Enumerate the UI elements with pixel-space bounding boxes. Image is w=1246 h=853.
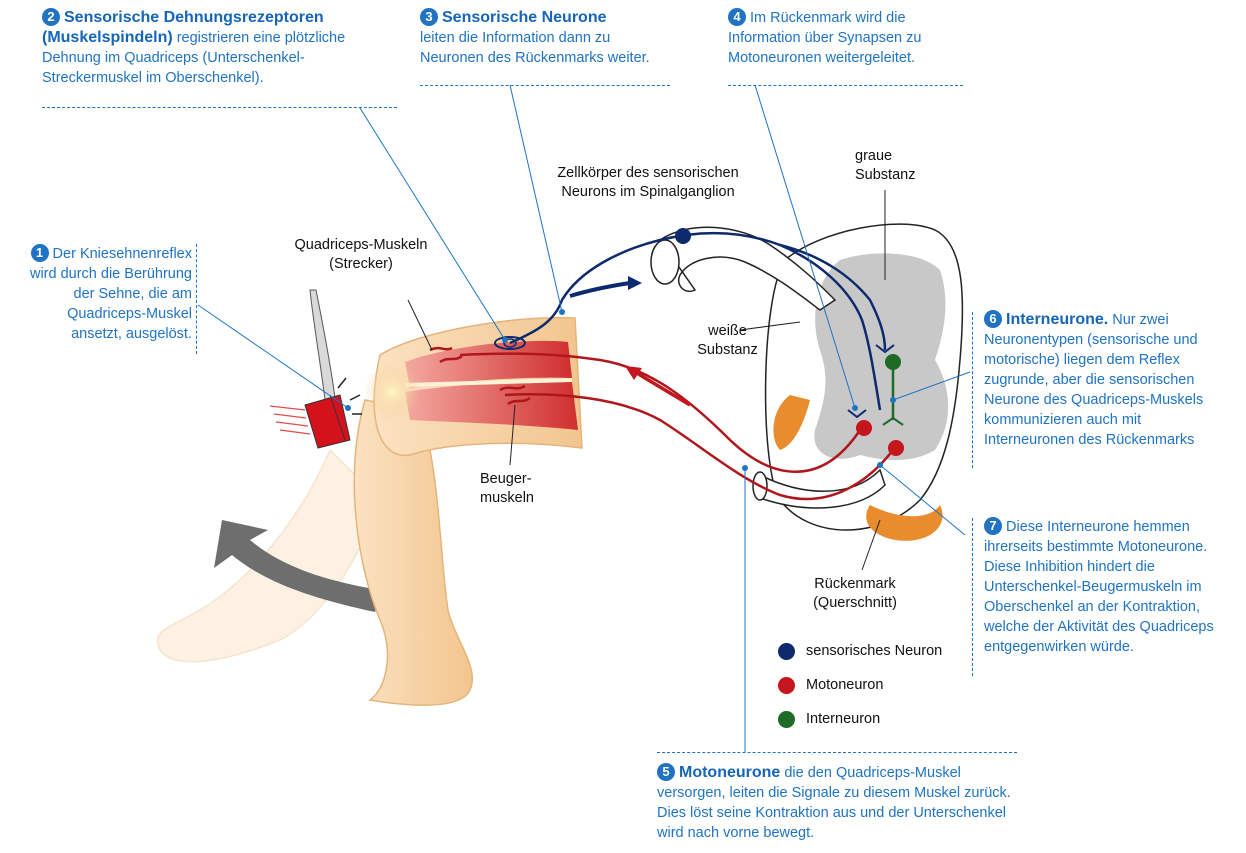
- callout-6-text: Nur zwei Neuronentypen (sensorische und …: [984, 312, 1203, 448]
- legend-label-motor: Motoneuron: [806, 677, 883, 693]
- label-weisse-substanz: weiße Substanz: [690, 322, 765, 360]
- motor-arrow: [635, 372, 690, 405]
- callout-number-7: 7: [984, 517, 1002, 535]
- label-beuger: Beuger-muskeln: [480, 470, 560, 508]
- legend-label-inter: Interneuron: [806, 711, 880, 727]
- callout-number-1: 1: [31, 244, 49, 262]
- motor-cell-body-1: [856, 420, 872, 436]
- sensory-arrow: [570, 283, 630, 296]
- legend-dot-motor: [778, 677, 795, 694]
- callout-number-5: 5: [657, 763, 675, 781]
- callout-5-title: Motoneurone: [679, 764, 780, 781]
- motor-cell-body-2: [888, 440, 904, 456]
- callout-1-text: Der Kniesehnenreflex wird durch die Berü…: [30, 246, 192, 342]
- thigh: [364, 318, 582, 456]
- callout-6-rule: [972, 312, 973, 468]
- callout-7-text: Diese Interneurone hemmen ihrerseits bes…: [984, 519, 1214, 655]
- legend-item-sensory: sensorisches Neuron: [778, 634, 942, 668]
- callout-number-2: 2: [42, 8, 60, 26]
- grey-matter: [814, 253, 948, 460]
- legend-label-sensory: sensorisches Neuron: [806, 643, 942, 659]
- label-rueckenmark: Rückenmark (Querschnitt): [780, 575, 930, 613]
- label-zellkoerper: Zellkörper des sensorischen Neurons im S…: [548, 164, 748, 202]
- callout-2-rule: [42, 107, 397, 108]
- legend: sensorisches Neuron Motoneuron Interneur…: [778, 634, 942, 736]
- callout-number-3: 3: [420, 8, 438, 26]
- interneuron-cell-body: [885, 354, 901, 370]
- callout-6-title: Interneurone.: [1006, 311, 1108, 328]
- callout-number-6: 6: [984, 310, 1002, 328]
- callout-4-text: Im Rückenmark wird die Information über …: [728, 10, 921, 66]
- legend-dot-sensory: [778, 643, 795, 660]
- label-graue-substanz: graue Substanz: [855, 147, 925, 185]
- callout-number-4: 4: [728, 8, 746, 26]
- legend-item-motor: Motoneuron: [778, 668, 942, 702]
- callout-4-rule: [728, 85, 963, 86]
- callout-5-rule: [657, 752, 1017, 753]
- legend-item-inter: Interneuron: [778, 702, 942, 736]
- callout-3-text: leiten die Information dann zu Neuronen …: [420, 30, 650, 66]
- reflex-hammer: [270, 290, 362, 448]
- legend-dot-inter: [778, 711, 795, 728]
- callout-7-rule: [972, 518, 973, 676]
- callout-1-rule: [196, 244, 197, 354]
- callout-3-rule: [420, 85, 670, 86]
- label-quadriceps: Quadriceps-Muskeln (Strecker): [286, 236, 436, 274]
- sensory-cell-body: [675, 228, 691, 244]
- callout-3-title: Sensorische Neurone: [442, 9, 607, 26]
